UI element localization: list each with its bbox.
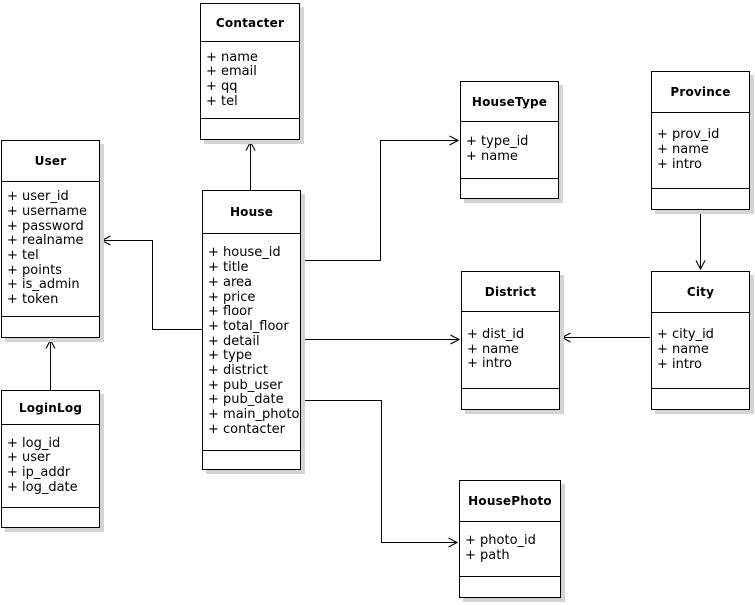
attribute-row: + token (7, 292, 59, 308)
attribute-row: + name (466, 149, 518, 164)
attribute-row: + path (465, 548, 510, 563)
attribute-row: + user_id (7, 189, 69, 205)
entity-district-title: District (462, 272, 559, 312)
entity-city-attributes: + city_id + name + intro (652, 313, 749, 389)
entity-footer-compartment (462, 389, 559, 409)
entity-loginlog-attributes: + log_id + user + ip_addr + log_date (2, 425, 99, 508)
entity-footer-compartment (460, 577, 560, 597)
attribute-row: + detail (208, 333, 260, 349)
entity-city-title: City (652, 272, 749, 313)
connector-house-to-housephoto (301, 400, 459, 548)
attribute-row: + name (657, 142, 709, 158)
attribute-row: + city_id (657, 327, 714, 343)
entity-user-attributes: + user_id + username + password + realna… (2, 182, 99, 317)
attribute-row: + user (7, 450, 51, 466)
attribute-row: + intro (657, 156, 702, 172)
attribute-row: + district (208, 363, 268, 379)
attribute-row: + photo_id (465, 533, 536, 549)
attribute-row: + total_floor (208, 318, 289, 334)
entity-housephoto-attributes: + photo_id + path (460, 522, 560, 577)
attribute-row: + name (206, 49, 258, 65)
attribute-row: + username (7, 203, 88, 219)
attribute-row: + main_photo (208, 407, 300, 423)
entity-house: House + house_id + title + area + price … (202, 190, 301, 470)
attribute-row: + qq (206, 79, 238, 94)
entity-house-title: House (203, 191, 300, 234)
connector-house-to-housetype (301, 135, 460, 261)
attribute-row: + intro (657, 356, 702, 372)
attribute-row: + tel (206, 93, 238, 109)
entity-province-title: Province (652, 72, 749, 113)
attribute-row: + title (208, 260, 249, 276)
entity-footer-compartment (2, 508, 99, 527)
entity-district: District + dist_id + name + intro (461, 271, 560, 410)
attribute-row: + realname (7, 233, 84, 249)
entity-footer-compartment (201, 119, 299, 139)
entity-housetype-title: HouseType (461, 82, 558, 122)
attribute-row: + pub_date (208, 392, 284, 408)
entity-housetype: HouseType + type_id + name (460, 81, 559, 199)
attribute-row: + type (208, 348, 253, 364)
attribute-row: + price (208, 289, 256, 305)
attribute-row: + contacter (208, 421, 286, 437)
entity-province-attributes: + prov_id + name + intro (652, 113, 749, 189)
entity-city: City + city_id + name + intro (651, 271, 750, 410)
attribute-row: + tel (7, 248, 39, 263)
attribute-row: + points (7, 262, 62, 278)
entity-footer-compartment (652, 389, 749, 409)
entity-housephoto: HousePhoto + photo_id + path (459, 480, 561, 598)
entity-loginlog: LoginLog + log_id + user + ip_addr + log… (1, 390, 100, 528)
attribute-row: + password (7, 218, 84, 234)
entity-footer-compartment (652, 189, 749, 209)
attribute-row: + name (657, 342, 709, 358)
entity-footer-compartment (203, 451, 300, 469)
entity-district-attributes: + dist_id + name + intro (462, 312, 559, 389)
entity-loginlog-title: LoginLog (2, 391, 99, 425)
entity-house-attributes: + house_id + title + area + price + floo… (203, 234, 300, 451)
entity-user: User + user_id + username + password + r… (1, 140, 100, 338)
entity-contacter-title: Contacter (201, 4, 299, 42)
attribute-row: + log_id (7, 435, 61, 451)
attribute-row: + ip_addr (7, 465, 71, 480)
entity-contacter-attributes: + name + email + qq + tel (201, 42, 299, 119)
attribute-row: + house_id (208, 245, 281, 261)
entity-footer-compartment (2, 317, 99, 337)
attribute-row: + log_date (7, 479, 78, 495)
attribute-row: + email (206, 64, 257, 80)
entity-housetype-attributes: + type_id + name (461, 122, 558, 179)
attribute-row: + floor (208, 304, 253, 320)
entity-user-title: User (2, 141, 99, 182)
attribute-row: + prov_id (657, 127, 720, 143)
attribute-row: + type_id (466, 134, 529, 150)
attribute-row: + is_admin (7, 277, 80, 293)
connector-house-to-user (100, 235, 202, 330)
entity-housephoto-title: HousePhoto (460, 481, 560, 522)
attribute-row: + area (208, 274, 253, 290)
entity-province: Province + prov_id + name + intro (651, 71, 750, 210)
entity-footer-compartment (461, 179, 558, 198)
attribute-row: + name (467, 341, 519, 357)
entity-contacter: Contacter + name + email + qq + tel (200, 3, 300, 140)
attribute-row: + intro (467, 356, 512, 372)
attribute-row: + pub_user (208, 377, 283, 393)
attribute-row: + dist_id (467, 326, 525, 342)
